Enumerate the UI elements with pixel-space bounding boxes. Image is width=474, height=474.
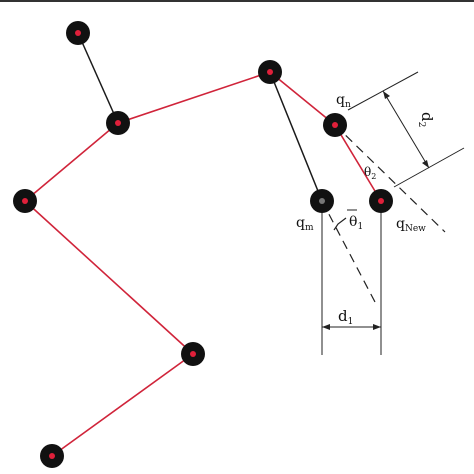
label-qn: qn — [336, 92, 351, 110]
label-theta1: θ1 — [349, 214, 363, 232]
link-qm-black — [269, 71, 323, 202]
d2-arrow-bottom — [422, 160, 429, 168]
joint-qnew — [369, 189, 393, 213]
joint-bottom-left — [40, 444, 64, 468]
link-top-left-black — [77, 32, 119, 124]
dashed-guide-theta1 — [321, 200, 376, 303]
d2-arrow-top — [383, 91, 390, 99]
dashed-guide-theta2 — [334, 124, 446, 233]
joint-upper-left — [106, 111, 130, 135]
label-theta2: θ2 — [364, 165, 376, 181]
d1-arrow-right — [373, 324, 381, 330]
joint-left — [13, 189, 37, 213]
theta1-angle-mark — [333, 217, 347, 231]
d2-dimension-line — [382, 90, 430, 169]
joint-top-middle — [258, 60, 282, 84]
joint-qn — [323, 113, 347, 137]
label-qm: qm — [296, 215, 314, 233]
label-d1: d1 — [338, 307, 353, 327]
joint-lower-middle — [181, 342, 205, 366]
red-path — [24, 71, 382, 457]
joint-qm — [310, 189, 334, 213]
label-qnew: qNew — [396, 216, 426, 234]
joint-top-left — [66, 21, 90, 45]
d1-arrow-left — [322, 324, 330, 330]
label-d2: d2 — [416, 112, 436, 127]
